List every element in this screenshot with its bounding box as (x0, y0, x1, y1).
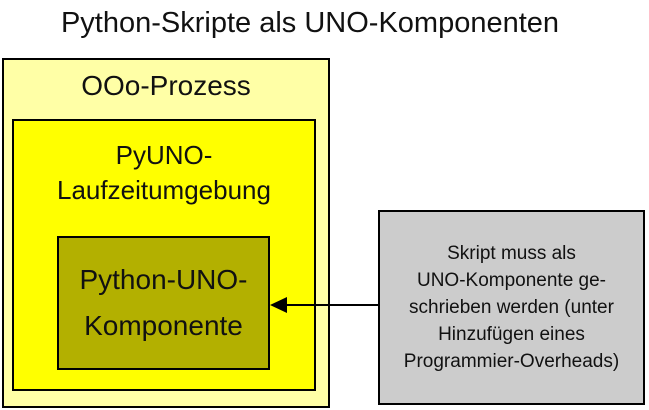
pyuno-runtime-label: PyUNO- Laufzeitumgebung (57, 140, 271, 205)
note-box: Skript muss als UNO-Komponente ge- schri… (378, 210, 645, 405)
pyuno-runtime-box: PyUNO- Laufzeitumgebung Python-UNO- Komp… (12, 119, 316, 391)
note-text: Skript muss als UNO-Komponente ge- schri… (403, 243, 620, 372)
diagram-title: Python-Skripte als UNO-Komponenten (60, 7, 560, 39)
python-uno-component-box: Python-UNO- Komponente (57, 236, 270, 370)
ooo-process-label: OOo-Prozess (81, 70, 251, 101)
ooo-process-box: OOo-Prozess PyUNO- Laufzeitumgebung Pyth… (2, 58, 330, 408)
left-arrow-icon (270, 297, 287, 313)
annotation-arrow-line (272, 304, 378, 306)
python-uno-component-label: Python-UNO- Komponente (79, 264, 248, 341)
